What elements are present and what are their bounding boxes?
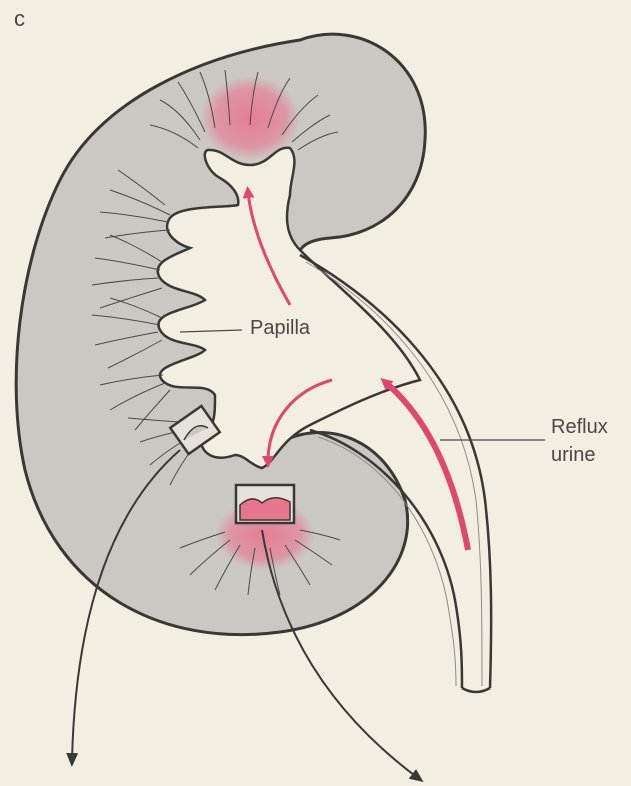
reflux-label-line1: Reflux — [551, 413, 608, 441]
reflux-label-line2: urine — [551, 441, 608, 469]
box-lower — [236, 485, 294, 523]
reflux-urine-label: Reflux urine — [551, 413, 608, 469]
panel-label: c — [14, 6, 25, 32]
papilla-label: Papilla — [250, 317, 310, 340]
